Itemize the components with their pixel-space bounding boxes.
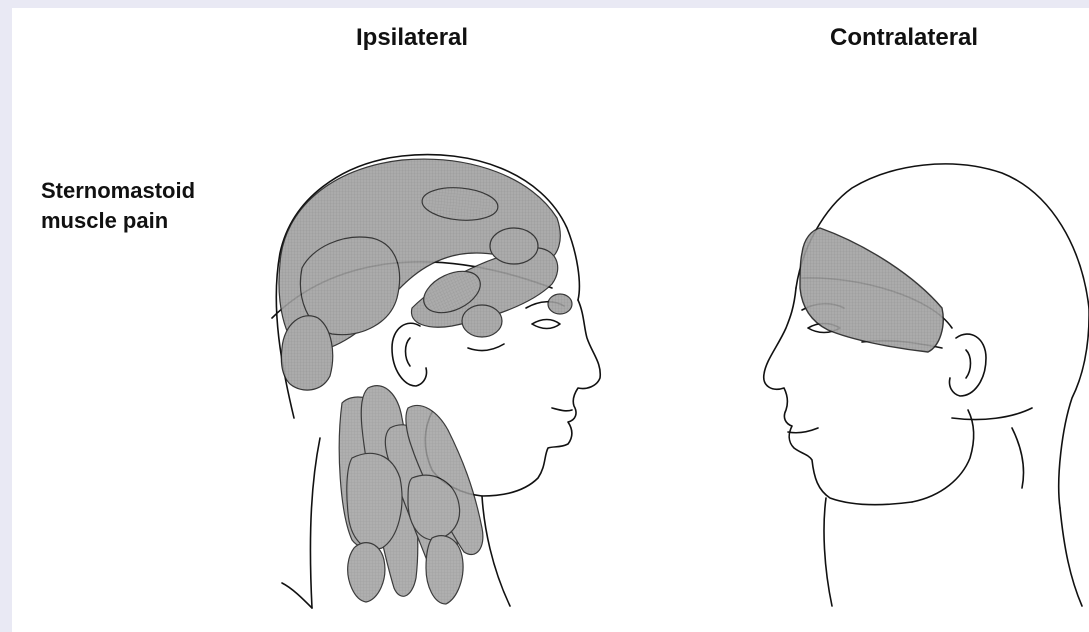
pain-regions-ipsilateral <box>279 159 572 390</box>
head-profile-left-icon <box>764 164 1089 606</box>
illustration <box>12 8 1089 632</box>
pain-regions-neck <box>339 386 483 604</box>
pain-region-contralateral <box>800 228 943 352</box>
figure-panel: Ipsilateral Contralateral Sternomastoid … <box>12 8 1089 632</box>
